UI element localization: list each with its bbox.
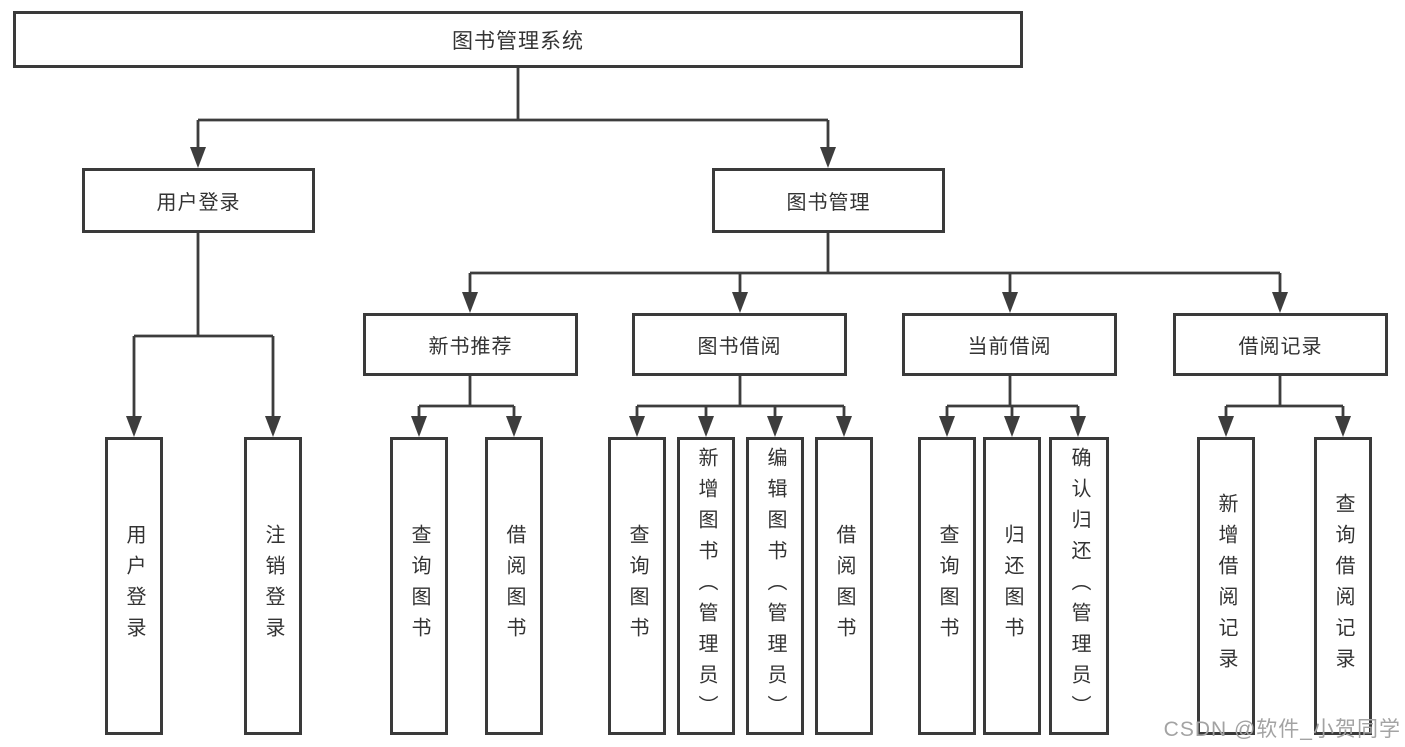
node-label: 归还图书: [1001, 524, 1023, 648]
node-user-login: 用户登录: [82, 168, 315, 233]
leaf-borrow-books: 借阅图书: [815, 437, 873, 735]
leaf-confirm-return-admin: 确认归还（管理员）: [1049, 437, 1109, 735]
node-label: 编辑图书（管理员）: [764, 446, 786, 726]
leaf-query-books-recommendation: 查询图书: [390, 437, 448, 735]
leaf-edit-books-admin: 编辑图书（管理员）: [746, 437, 804, 735]
node-label: 确认归还（管理员）: [1068, 446, 1090, 726]
leaf-user-login: 用户登录: [105, 437, 163, 735]
node-label: 用户登录: [156, 192, 241, 214]
leaf-return-books: 归还图书: [983, 437, 1041, 735]
node-label: 图书管理系统: [452, 29, 584, 53]
node-label: 查询图书: [408, 524, 430, 648]
leaf-add-borrow-record: 新增借阅记录: [1197, 437, 1255, 735]
node-book-borrowing: 图书借阅: [632, 313, 847, 376]
node-label: 图书管理: [786, 192, 871, 214]
csdn-watermark: CSDN @软件_小贺同学: [1163, 718, 1401, 741]
node-label: 借阅记录: [1238, 336, 1323, 358]
node-label: 注销登录: [262, 524, 284, 648]
node-label: 查询借阅记录: [1332, 493, 1354, 679]
leaf-add-books-admin: 新增图书（管理员）: [677, 437, 735, 735]
node-label: 借阅图书: [833, 524, 855, 648]
node-label: 查询图书: [936, 524, 958, 648]
node-borrowing-records: 借阅记录: [1173, 313, 1388, 376]
node-label: 图书借阅: [697, 336, 782, 358]
node-new-book-recommendation: 新书推荐: [363, 313, 578, 376]
node-label: 用户登录: [123, 524, 145, 648]
node-current-borrowing: 当前借阅: [902, 313, 1117, 376]
node-label: 借阅图书: [503, 524, 525, 648]
node-book-management: 图书管理: [712, 168, 945, 233]
leaf-query-books-borrowing: 查询图书: [608, 437, 666, 735]
leaf-query-books-current: 查询图书: [918, 437, 976, 735]
node-label: 查询图书: [626, 524, 648, 648]
leaf-logout: 注销登录: [244, 437, 302, 735]
leaf-query-borrow-record: 查询借阅记录: [1314, 437, 1372, 735]
node-label: 新增图书（管理员）: [695, 446, 717, 726]
node-label: 新增借阅记录: [1215, 493, 1237, 679]
node-label: 新书推荐: [428, 336, 513, 358]
node-library-management-system: 图书管理系统: [13, 11, 1023, 68]
leaf-borrow-books-recommendation: 借阅图书: [485, 437, 543, 735]
node-label: 当前借阅: [967, 336, 1052, 358]
